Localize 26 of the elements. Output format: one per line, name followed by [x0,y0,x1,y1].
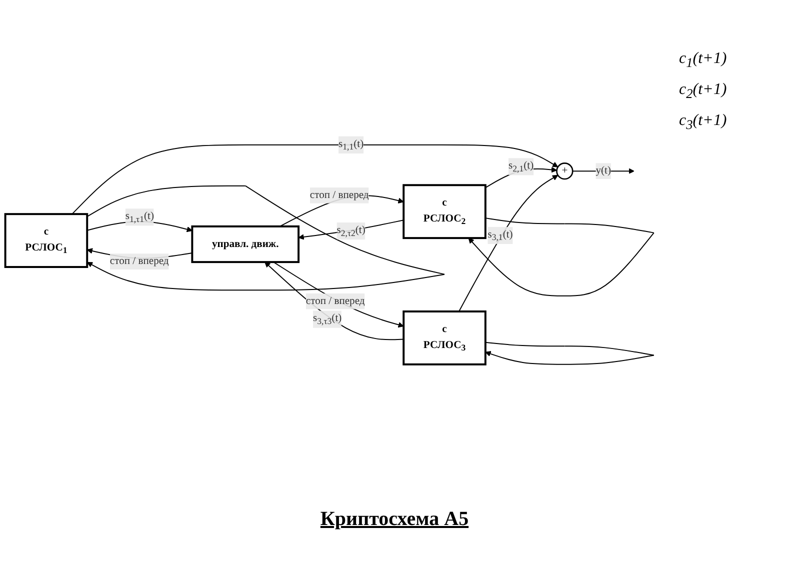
node-box: c РСЛОС$_{2}$ [402,184,486,239]
edge-label: стоп / вперед [110,255,169,266]
signal-label: c$_{2}$(t+1) [679,81,728,102]
edge-label: s$_{2,1}$(t) [508,160,534,174]
edge-label: y(t) [596,164,611,176]
arrow [468,217,654,296]
edge-label: s$_{3,1}$(t) [488,228,513,242]
arrow [264,261,404,340]
edge-label: стоп / вперед [310,189,369,200]
node-box: c РСЛОС$_{1}$ [4,212,88,268]
signal-label: c$_{3}$(t+1) [679,112,728,134]
arrow [272,261,404,328]
arrow [458,174,558,312]
node-box: управл. движ. [191,225,300,263]
edge-label: стоп / вперед [306,295,365,306]
caption: Криптосхема А5 [319,508,470,531]
arrow [298,219,404,240]
edge-label: s$_{1,1}$(t) [338,138,364,152]
signal-label: c$_{1}$(t+1) [679,50,728,72]
arrow [572,168,634,174]
edge-label: s$_{3,τ3}$(t) [313,312,342,326]
node-box: c РСЛОС$_{3}$ [402,310,486,366]
edge-label: s$_{2,τ2}$(t) [336,224,366,238]
node-circle: + [556,162,574,180]
edge-label: s$_{1,τ1}$(t) [125,210,154,224]
arrow [484,342,654,365]
